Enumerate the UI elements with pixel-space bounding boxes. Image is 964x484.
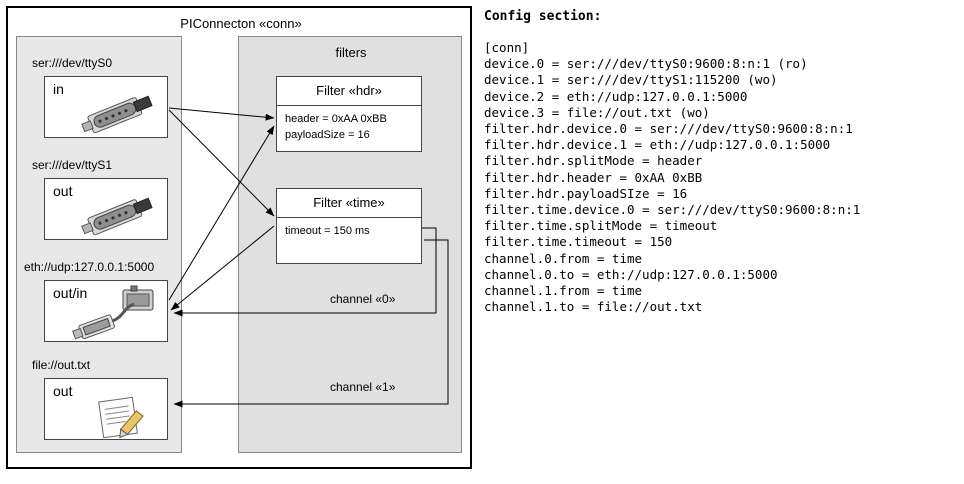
device-box-ttyS0: in (44, 76, 168, 138)
filter-box-hdr: Filter «hdr» header = 0xAA 0xBB payloadS… (276, 76, 422, 152)
network-plug-icon (72, 303, 135, 340)
device-label-eth: eth://udp:127.0.0.1:5000 (24, 260, 155, 274)
config-section-text: [conn] device.0 = ser:///dev/ttyS0:9600:… (484, 40, 861, 315)
device-caption-file: out (53, 383, 73, 399)
channel-label-0: channel «0» (330, 292, 396, 306)
filter-time-line-0: timeout = 150 ms (285, 225, 370, 237)
device-label-file: file://out.txt (32, 358, 91, 372)
device-caption-eth: out/in (53, 285, 88, 301)
device-box-ttyS1: out (44, 178, 168, 240)
config-section-title: Config section: (484, 9, 602, 24)
device-box-file: out (44, 378, 168, 440)
filter-hdr-line-0: header = 0xAA 0xBB (285, 113, 387, 125)
device-caption-ttyS0: in (53, 81, 64, 97)
device-label-ttyS1: ser:///dev/ttyS1 (32, 158, 113, 172)
filter-hdr-line-1: payloadSize = 16 (285, 129, 370, 141)
filter-box-time: Filter «time» timeout = 150 ms (276, 188, 422, 264)
filters-title: filters (335, 45, 367, 60)
text-file-icon (98, 396, 144, 439)
serial-connector-icon (81, 95, 153, 134)
device-caption-ttyS1: out (53, 183, 73, 199)
filter-hdr-title: Filter «hdr» (316, 83, 382, 98)
outer-title: PIConnecton «conn» (180, 16, 302, 31)
filter-time-title: Filter «time» (313, 195, 385, 210)
channel-label-1: channel «1» (330, 380, 396, 394)
device-box-eth: out/in (44, 280, 168, 342)
serial-connector-icon (81, 197, 153, 236)
device-label-ttyS0: ser:///dev/ttyS0 (32, 56, 113, 70)
